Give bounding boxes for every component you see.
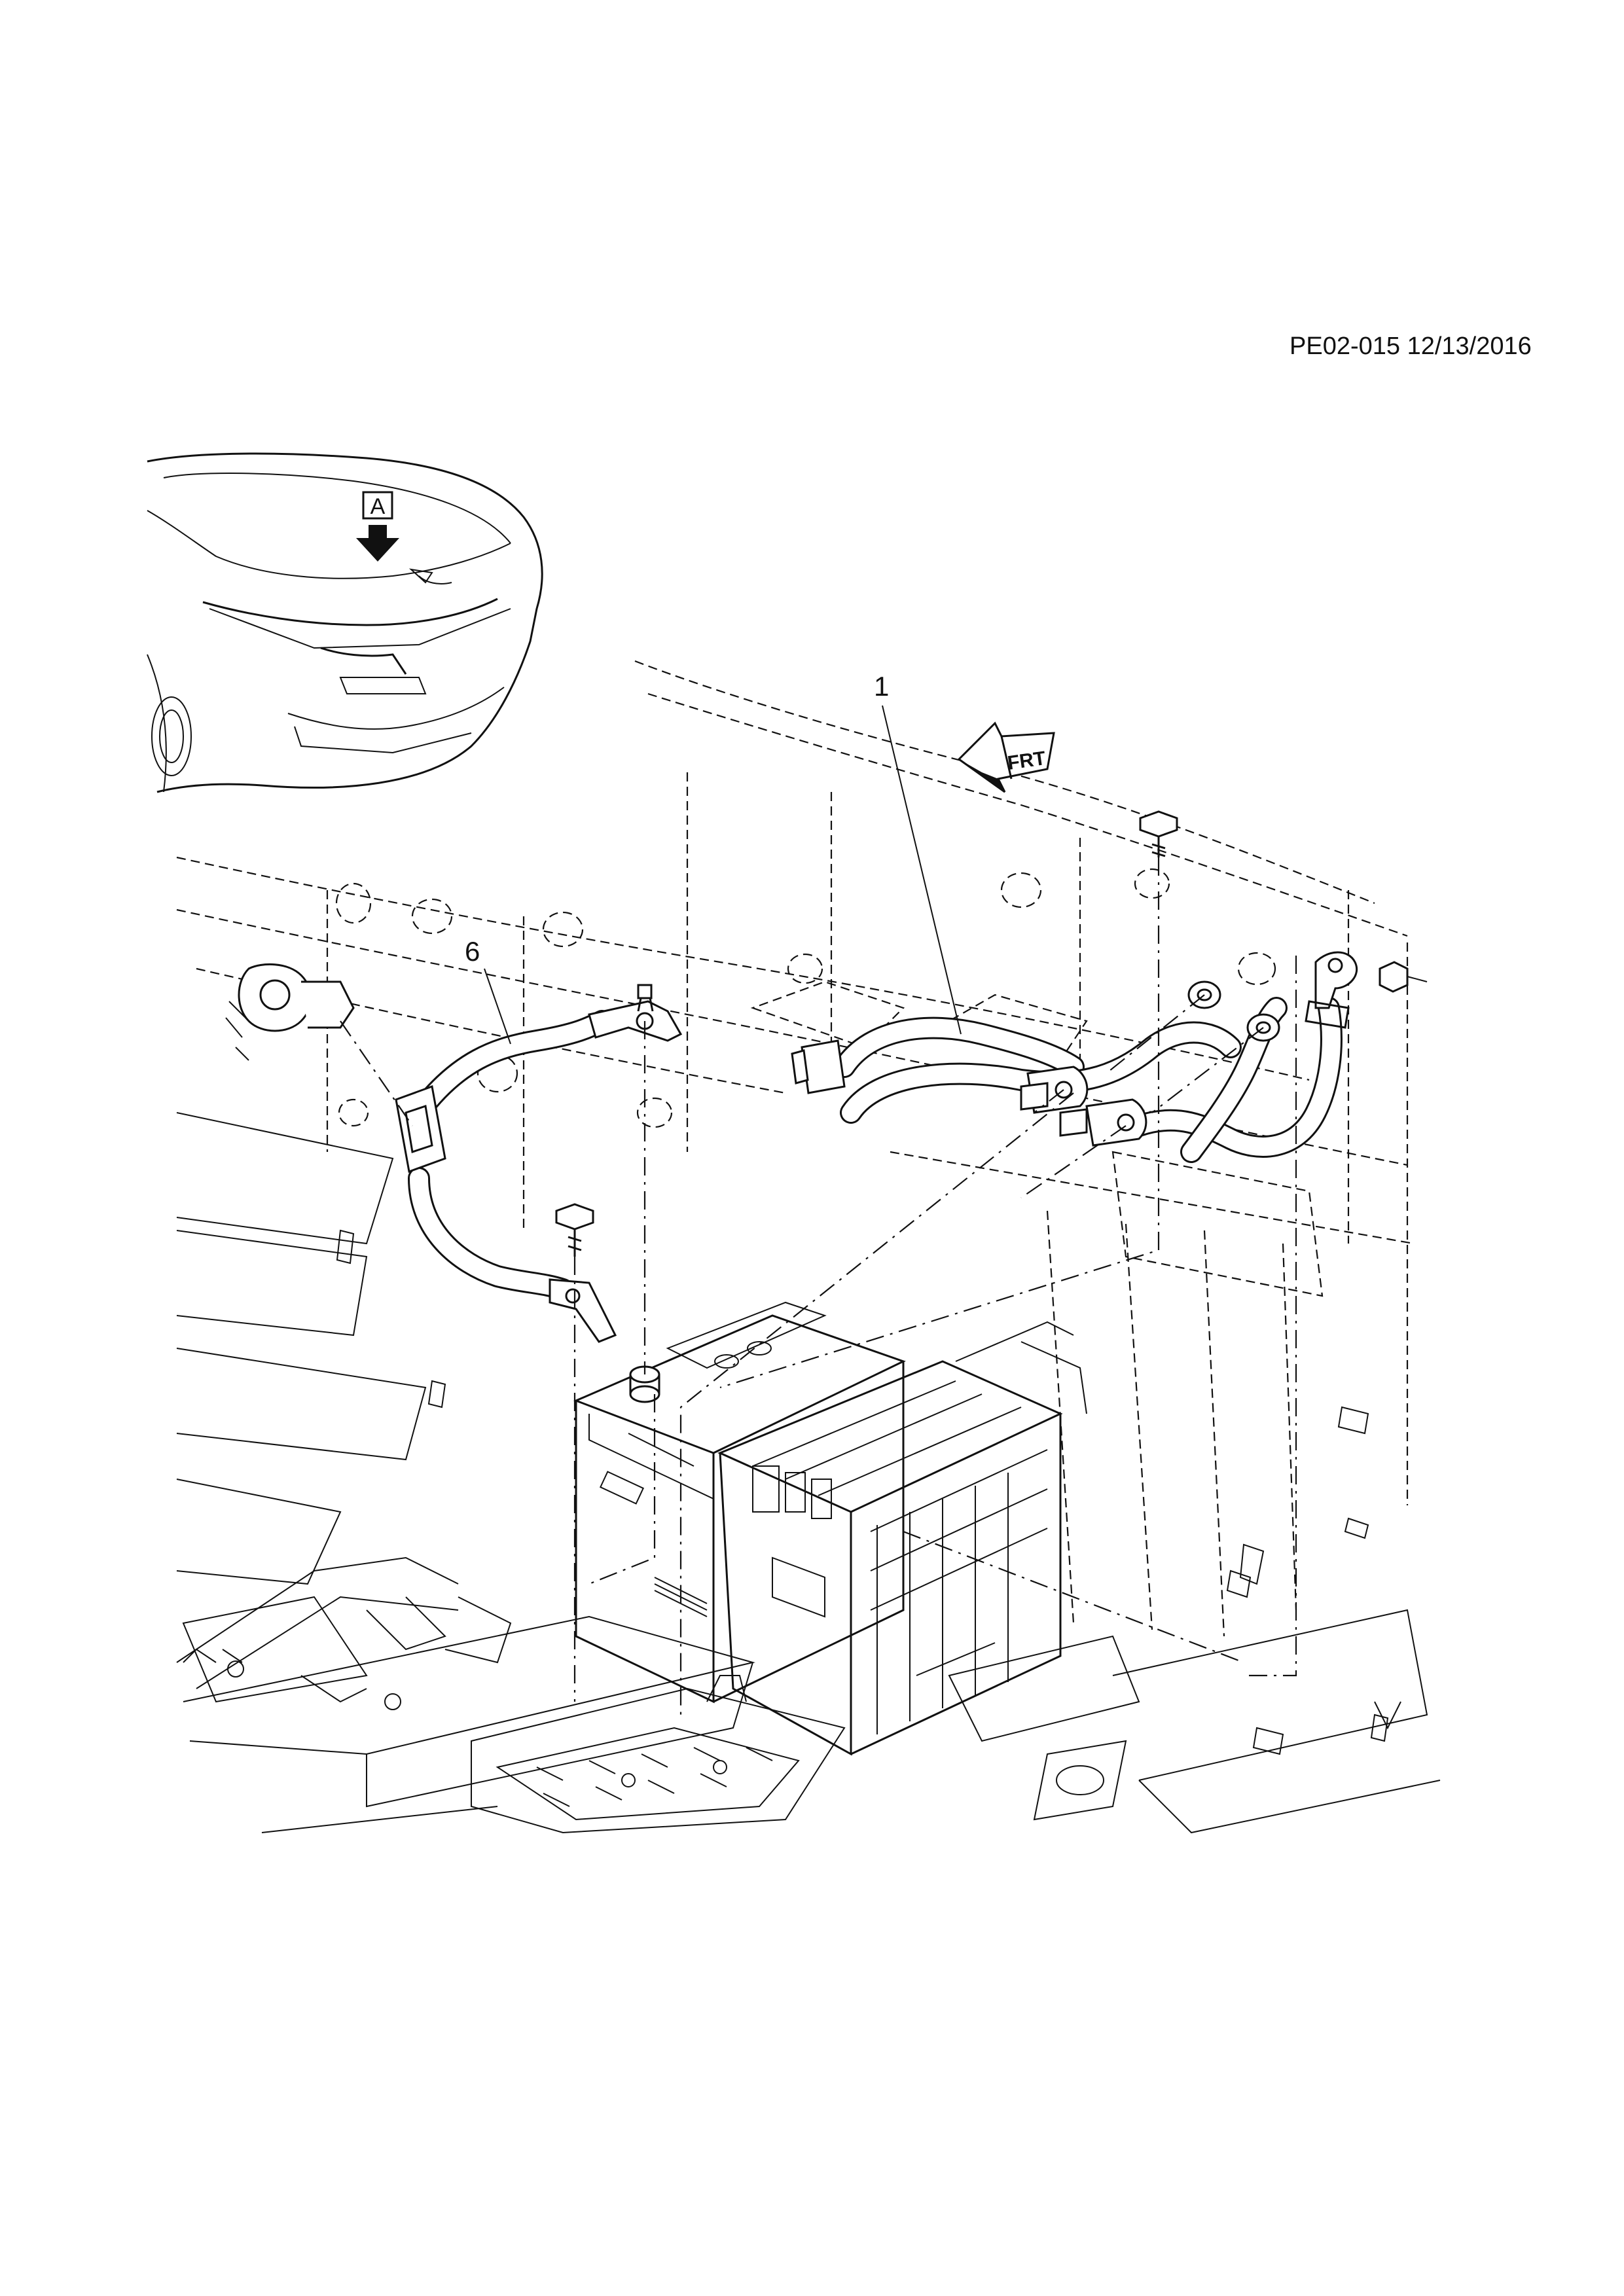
view-arrow-icon	[356, 525, 399, 562]
direction-label: FRT	[1006, 747, 1047, 774]
callout-6: 6	[465, 936, 480, 967]
floor-structure	[176, 1112, 1441, 1834]
rear-rail	[176, 1556, 512, 1710]
fuse-block	[717, 1321, 1087, 1756]
callout-6-leader	[484, 968, 511, 1045]
document-code: PE02-015 12/13/2016	[1290, 332, 1532, 360]
cable-assembly-1	[791, 951, 1428, 1163]
battery	[573, 1301, 906, 1704]
front-direction-icon: FRT	[957, 721, 1055, 793]
callout-1: 1	[874, 671, 890, 702]
vehicle-inset: A	[147, 452, 543, 793]
callout-1-leader	[882, 705, 962, 1035]
view-label: A	[370, 494, 386, 519]
leader-lines	[340, 705, 1297, 1715]
cable-assembly-6	[225, 963, 683, 1343]
bolts	[336, 810, 1389, 1742]
body-structure	[176, 660, 1415, 1637]
view-label-box	[362, 491, 393, 520]
battery-tray	[471, 1675, 846, 1834]
